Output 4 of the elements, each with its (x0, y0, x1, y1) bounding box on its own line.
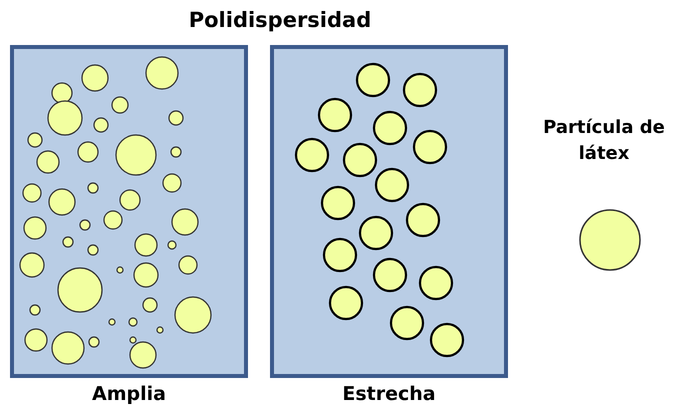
panel-caption: Amplia (91, 383, 167, 405)
diagram-title: Polidispersidad (188, 8, 372, 32)
panel-caption: Estrecha (341, 383, 437, 405)
legend-label: Partícula de látex (542, 116, 666, 166)
